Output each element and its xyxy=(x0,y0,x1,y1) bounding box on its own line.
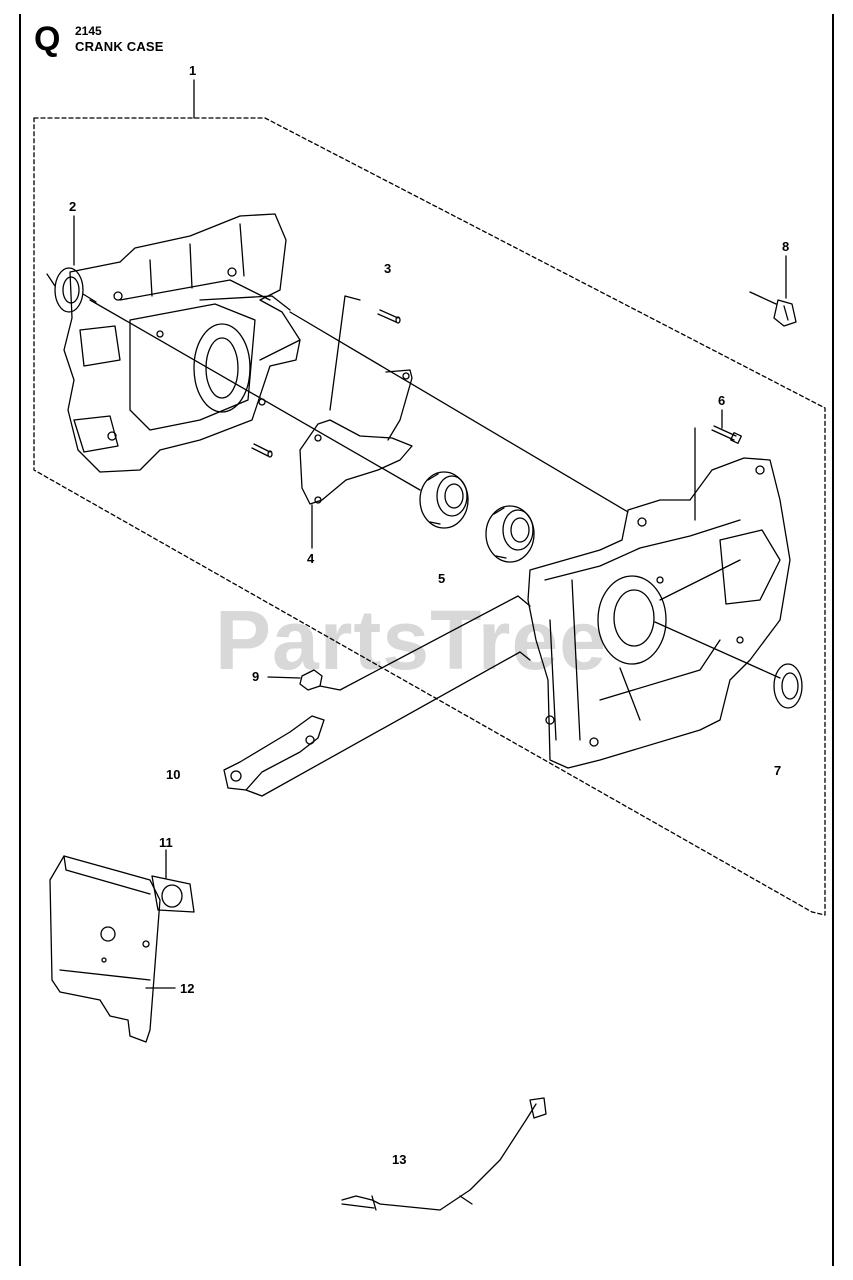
callout-11: 11 xyxy=(159,835,173,850)
bolt-6 xyxy=(711,425,742,444)
leader-10 xyxy=(245,651,531,797)
leader-right-axis-2 xyxy=(654,621,781,679)
crankcase-right-half xyxy=(527,457,791,769)
gasket-4 xyxy=(299,369,413,505)
leader-left-axis xyxy=(89,299,421,491)
callout-3: 3 xyxy=(384,261,392,276)
callout-1: 1 xyxy=(189,63,197,78)
callout-2: 2 xyxy=(69,199,77,214)
callout-5: 5 xyxy=(438,571,446,586)
callout-8: 8 xyxy=(782,239,790,254)
wire-13 xyxy=(341,1097,547,1211)
clip-8 xyxy=(749,291,797,327)
assembly-1-boundary xyxy=(33,117,826,916)
callout-4: 4 xyxy=(307,551,315,566)
watermark: PartsTree xyxy=(215,593,607,687)
bearing-right xyxy=(485,505,535,563)
callout-13: 13 xyxy=(392,1152,407,1167)
right-border xyxy=(832,14,834,1266)
pin-lower xyxy=(251,443,273,458)
crankcase-left-half xyxy=(63,213,301,473)
pin-3 xyxy=(377,309,401,324)
bearing-left xyxy=(419,471,469,529)
leader-right-axis xyxy=(289,311,629,513)
model-number: 2145 xyxy=(75,24,102,38)
leader-9 xyxy=(267,676,301,679)
callout-6: 6 xyxy=(718,393,726,408)
nut-9 xyxy=(299,669,323,691)
plate-12 xyxy=(49,855,161,1043)
seal-left xyxy=(46,267,97,313)
seal-right xyxy=(773,663,803,709)
leader-3 xyxy=(329,295,361,411)
callout-10: 10 xyxy=(166,767,181,782)
leader-9b xyxy=(319,595,531,691)
callout-9: 9 xyxy=(252,669,260,684)
seal-11 xyxy=(151,875,195,913)
bracket-10 xyxy=(223,715,325,791)
diagram-title: CRANK CASE xyxy=(75,39,164,54)
section-letter: Q xyxy=(34,20,61,58)
left-border xyxy=(19,14,21,1266)
callout-12: 12 xyxy=(180,981,195,996)
callout-7: 7 xyxy=(774,763,782,778)
